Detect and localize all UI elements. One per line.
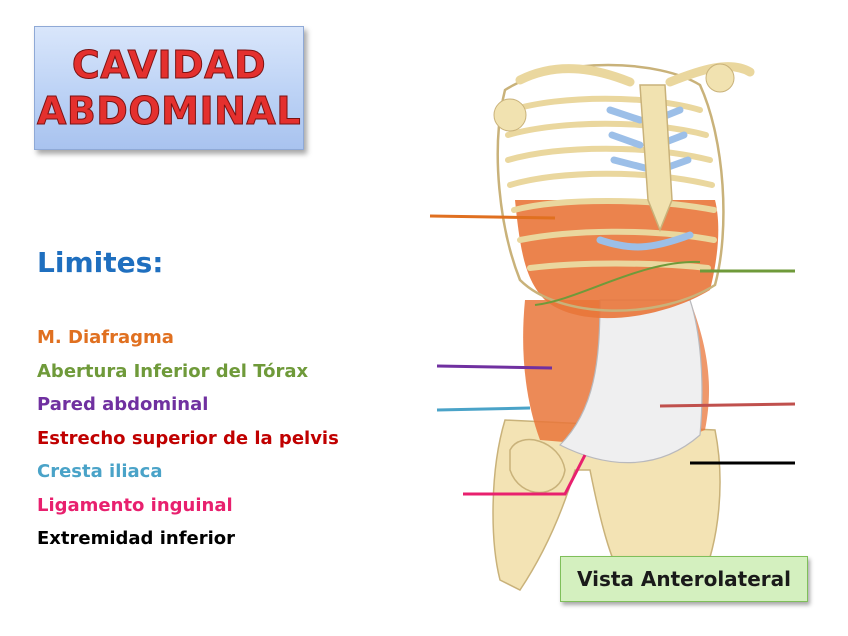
sternum [639, 84, 673, 233]
shoulder-left [493, 98, 527, 132]
legend-item-extremidad-inferior: Extremidad inferior [37, 528, 236, 549]
legend-item-diafragma: M. Diafragma [37, 327, 174, 348]
legend-item-cresta-iliaca: Cresta iliaca [37, 461, 163, 482]
legend-item-ligamento-inguinal: Ligamento inguinal [37, 494, 233, 516]
pointer-pared-abdominal [436, 364, 553, 370]
femur-head [509, 439, 566, 494]
title-line-1: CAVIDAD [71, 43, 267, 88]
pointer-lines [429, 214, 796, 496]
costal-margin-line [534, 260, 701, 306]
pointer-estrecho-pelvis [659, 402, 796, 408]
pointer-diafragma [429, 214, 556, 220]
limits-heading: Limites: [37, 246, 164, 279]
legend-item-pared-abdominal: Pared abdominal [37, 394, 209, 415]
pointer-cresta-iliaca [436, 406, 531, 412]
view-label: Vista Anterolateral [560, 556, 808, 602]
title-box: CAVIDAD ABDOMINAL [34, 26, 304, 150]
title-line-2: ABDOMINAL [36, 89, 302, 134]
rib-cage [496, 63, 725, 312]
pointer-ligamento-inguinal [463, 454, 587, 496]
limits-legend: M. Diafragma Abertura Inferior del Tórax… [37, 326, 339, 561]
abdominal-cavity [558, 299, 703, 464]
legend-item-estrecho-pelvis: Estrecho superior de la pelvis [37, 427, 339, 449]
torso-drawing [492, 62, 755, 591]
legend-item-abertura-torax: Abertura Inferior del Tórax [37, 360, 309, 382]
shoulder-right [705, 63, 735, 93]
diaphragm [515, 200, 719, 319]
